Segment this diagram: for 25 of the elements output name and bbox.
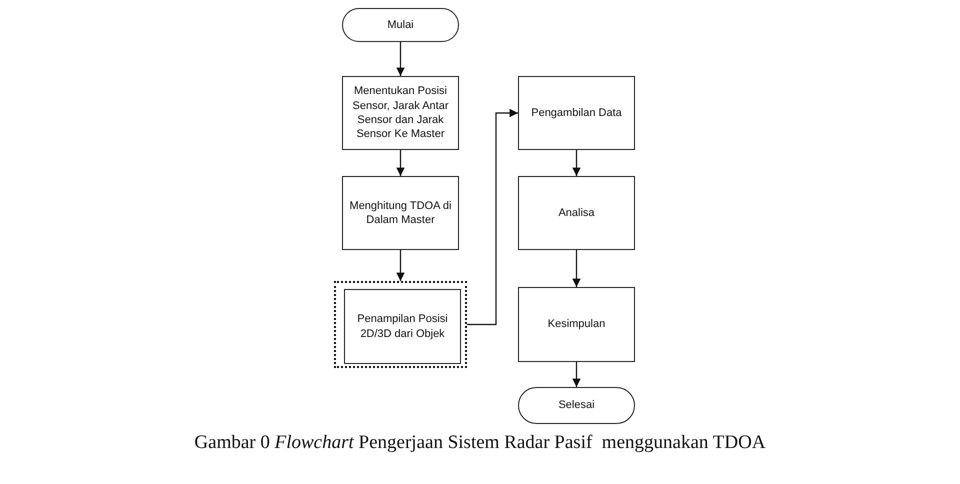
node-label: Kesimpulan [548,317,606,332]
process-box [518,287,635,362]
arrow [396,250,405,281]
process-box [518,76,635,150]
node-label: Pengambilan Data [531,106,622,120]
node-label: Mulai [387,18,414,32]
arrow [572,250,581,287]
process-box [518,176,635,250]
arrow [396,42,405,76]
node-label: Menghitung TDOA di Dalam Master [348,198,452,228]
process-box [342,176,459,250]
terminator [518,387,635,424]
figure-caption: Gambar 0 Flowchart Pengerjaan Sistem Radar Pasif menggunakan TDOA [193,432,767,454]
arrow [572,150,581,176]
node-label: Menentukan Posisi Sensor, Jarak Antar Sensor dan Jarak Sensor Ke Master [352,84,450,142]
dotted-frame [334,281,467,368]
node-label: Selesai [558,398,595,413]
arrow [467,108,518,326]
arrow [572,362,581,387]
process-box [342,76,459,150]
node-label: Penampilan Posisi 2D/3D dari Objek [356,312,449,341]
node-label: Analisa [558,206,595,220]
process-box [344,289,461,364]
terminator [342,8,459,42]
arrow [396,150,405,176]
